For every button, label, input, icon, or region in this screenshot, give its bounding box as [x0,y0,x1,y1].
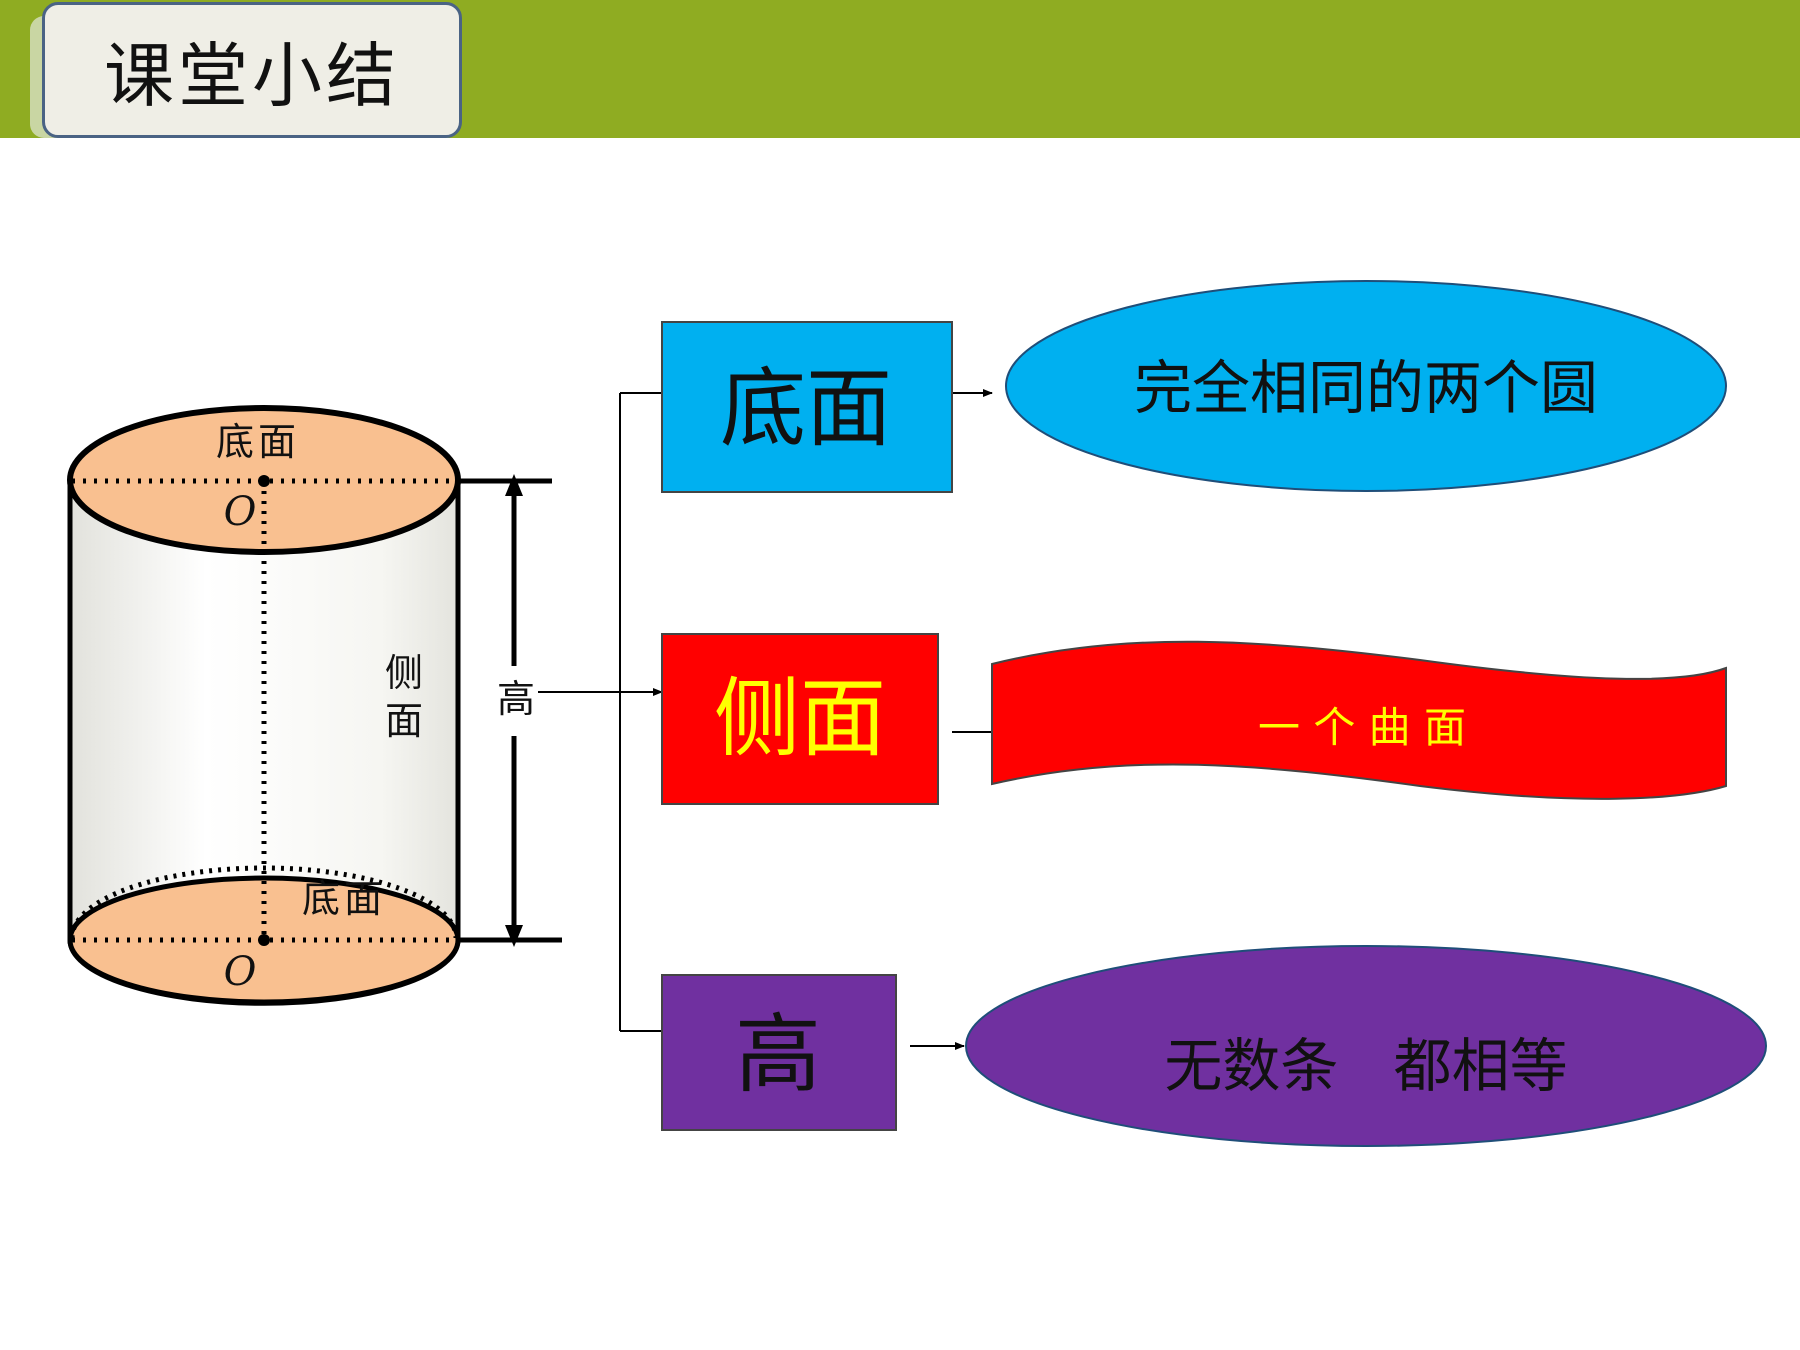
bottom-center-dot [258,934,270,946]
concept-height: 高 [661,974,897,1131]
desc-side-text: 一 个 曲 面 [1258,703,1466,752]
term-box-base [661,321,953,493]
title-tab: 课堂小结 [42,2,462,138]
top-center-dot [258,475,270,487]
desc-wave-side [991,640,1727,800]
side-label-2: 面 [385,699,423,743]
desc-ellipse-height [965,945,1767,1147]
term-box-side [661,633,939,805]
page-title: 课堂小结 [104,34,400,117]
desc-base-text: 完全相同的两个圆 [1134,354,1598,422]
bottom-base-label: 底面 [302,877,386,921]
top-center-label: O [224,489,257,535]
term-side: 侧面 [714,669,886,769]
concept-side: 侧面 [661,633,939,805]
top-base-label: 底面 [216,420,300,464]
term-base: 底面 [720,359,892,459]
desc-side: 一 个 曲 面 [991,640,1727,800]
connectors [538,389,1006,1050]
bottom-base-hidden-edge [69,865,459,939]
cylinder: 底面 O 侧 面 底面 O [67,405,461,1006]
side-label-1: 侧 [385,651,423,695]
desc-height: 无数条 都相等 [965,945,1767,1147]
concept-base: 底面 [661,321,953,493]
term-box-height [661,974,897,1131]
height-dimension: 高 [456,474,562,947]
desc-height-text: 无数条 都相等 [1164,1032,1567,1100]
bottom-center-label: O [224,949,257,995]
height-label: 高 [497,677,535,721]
desc-ellipse-base [1005,280,1727,492]
term-height: 高 [735,1005,821,1105]
desc-base: 完全相同的两个圆 [1005,280,1727,492]
